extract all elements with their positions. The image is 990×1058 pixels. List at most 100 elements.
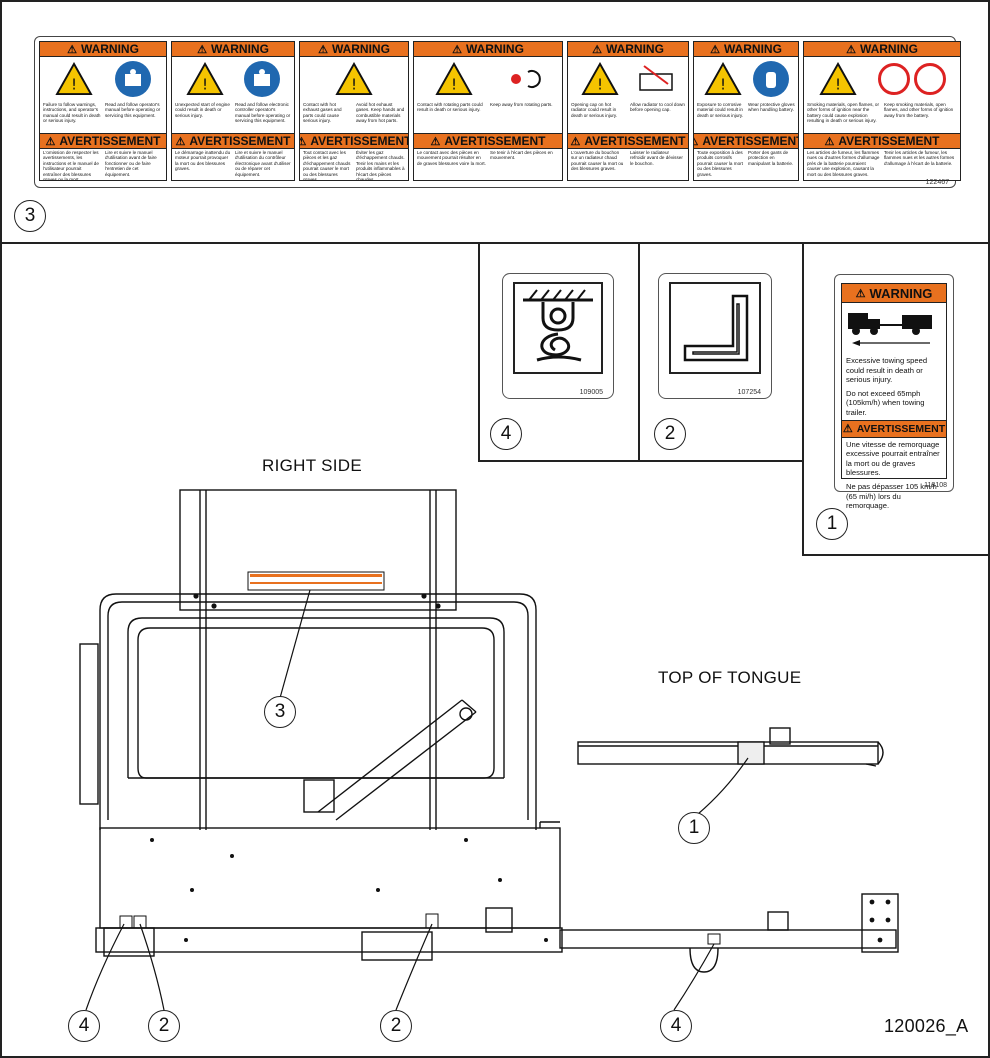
avertissement-instruction: Se tenir à l'écart des pièces en mouveme… <box>490 150 553 161</box>
tow-warning-header: ⚠WARNING <box>842 284 946 303</box>
avertissement-text: L'omission de respecter les avertissemen… <box>43 150 99 181</box>
decal-1-part-number: 118108 <box>924 482 947 489</box>
warning-word: WARNING <box>605 42 664 56</box>
warning-triangle-icon: ⚠ <box>318 43 328 56</box>
warning-text: Contact with rotating parts could result… <box>417 102 483 113</box>
svg-text:!: ! <box>202 75 208 93</box>
avertissement-text: L'ouverture du bouchon sur un radiateur … <box>571 150 624 172</box>
warning-triangle-icon: ⚠ <box>592 43 602 56</box>
decal-panel-2: ⚠WARNING!Unexpected start of engine coul… <box>171 41 295 181</box>
top-of-tongue-label: TOP OF TONGUE <box>658 668 802 687</box>
read-manual-icon <box>115 61 151 97</box>
warning-instruction: Read and follow electronic controller op… <box>235 102 291 124</box>
warning-triangle-icon: ⚠ <box>570 135 581 148</box>
warning-triangle-icon: ⚠ <box>694 135 698 148</box>
hazard-triangle-icon: ! <box>335 62 373 96</box>
warning-instruction: Keep smoking materials, open flames, and… <box>884 102 954 118</box>
avertissement-word: AVERTISSEMENT <box>310 134 409 148</box>
decal-panel-1: ⚠WARNING!Failure to follow warnings, ins… <box>39 41 167 181</box>
tow-avertissement-text-2: Ne pas dépasser 105 km/h (65 mi/h) lors … <box>846 481 937 511</box>
avertissement-instruction: Éviter les gaz d'échappement chauds. Ten… <box>356 150 405 181</box>
avertissement-word: AVERTISSEMENT <box>444 134 546 148</box>
avertissement-instruction: Tenir les articles de fumeur, les flamme… <box>884 150 955 166</box>
warning-instruction: Avoid hot exhaust gases. Keep hands and … <box>356 102 405 124</box>
warning-triangle-icon: ⚠ <box>300 135 306 148</box>
decal-strip-122467: ⚠WARNING!Failure to follow warnings, ins… <box>34 36 961 188</box>
avertissement-text: Les articles de fumeur, les flammes nues… <box>807 150 880 177</box>
decal-107254: 107254 <box>658 273 772 399</box>
warning-triangle-icon: ⚠ <box>45 135 56 148</box>
decal-panel-4: ⚠WARNING!Contact with rotating parts cou… <box>413 41 563 181</box>
hazard-triangle-icon: ! <box>818 62 857 96</box>
avertissement-word: AVERTISSEMENT <box>838 134 940 148</box>
tow-avertissement-text-1: Une vitesse de remorquage excessive pour… <box>846 439 940 478</box>
callout-decal-4: 4 <box>490 418 522 450</box>
hazard-triangle-icon: ! <box>703 62 742 96</box>
callout-decal-strip: 3 <box>14 200 46 232</box>
warning-word: WARNING <box>331 42 390 56</box>
tow-warning-text-1: Excessive towing speed could result in d… <box>846 356 928 385</box>
no-flame-icon <box>913 63 946 95</box>
warning-text: Exposure to corrosive material could res… <box>697 102 744 118</box>
warning-triangle-icon: ⚠ <box>197 43 207 56</box>
hazard-triangle-icon: ! <box>55 62 93 96</box>
warning-instruction: Read and follow operator's manual before… <box>105 102 161 118</box>
decal-panel-6: ⚠WARNING!Exposure to corrosive material … <box>693 41 799 181</box>
warning-word: WARNING <box>80 42 139 56</box>
decal-strip-on-enclosure <box>247 571 385 591</box>
avertissement-text: Le démarrage inattendu du moteur pourrai… <box>175 150 231 172</box>
hazard-triangle-icon: ! <box>434 62 473 96</box>
radiator-icon <box>638 65 673 91</box>
callout-decal-2: 2 <box>654 418 686 450</box>
warning-instruction: Allow radiator to cool down before openi… <box>630 102 685 113</box>
warning-text: Failure to follow warnings, instructions… <box>43 102 101 124</box>
decal-panel-7: ⚠ WARNING! Smoking materials, open flames,… <box>803 41 961 181</box>
hazard-triangle-icon: ! <box>580 62 619 96</box>
avertissement-instruction: Lire et suivre le manuel d'utilisation a… <box>105 150 157 177</box>
warning-triangle-icon: ⚠ <box>175 135 186 148</box>
svg-text:!: ! <box>719 75 725 93</box>
tow-warning-text-2: Do not exceed 65mph (105km/h) when towin… <box>846 388 925 417</box>
tow-avertissement-header: ⚠AVERTISSEMENT <box>842 419 946 438</box>
decal-118108: ⚠WARNING Excessive towing speed could re… <box>834 274 954 510</box>
right-side-label: RIGHT SIDE <box>262 456 362 475</box>
warning-text: Unexpected start of engine could result … <box>175 102 230 118</box>
decal-109005: 109005 <box>502 273 614 399</box>
read-manual-icon <box>244 61 280 97</box>
avertissement-text: Tout contact avec les pièces et les gaz … <box>303 150 351 181</box>
decal-panel-5: ⚠WARNING!Opening cap on hot radiator cou… <box>567 41 689 181</box>
callout-bottom-2a: 2 <box>148 1010 180 1042</box>
lifting-point-icon <box>523 289 593 362</box>
svg-text:!: ! <box>596 75 602 93</box>
warning-triangle-icon: ⚠ <box>67 43 77 56</box>
avertissement-instruction: Porter des gants de protection en manipu… <box>748 150 794 166</box>
avertissement-word: AVERTISSEMENT <box>702 134 799 148</box>
warning-instruction: Keep away from rotating parts. <box>490 102 553 107</box>
callout-tongue-1: 1 <box>678 812 710 844</box>
gloves-icon <box>752 61 789 97</box>
callout-bottom-2b: 2 <box>380 1010 412 1042</box>
warning-triangle-icon: ⚠ <box>430 135 441 148</box>
no-smoking-icon <box>877 63 910 95</box>
callout-decal-1: 1 <box>816 508 848 540</box>
svg-text:!: ! <box>351 75 357 93</box>
warning-triangle-icon: ⚠ <box>824 135 835 148</box>
callout-bottom-4b: 4 <box>660 1010 692 1042</box>
callout-right-side-3: 3 <box>264 696 296 728</box>
warning-word: WARNING <box>210 42 269 56</box>
hazard-triangle-icon: ! <box>186 62 224 96</box>
warning-triangle-icon: ⚠ <box>452 43 462 56</box>
avertissement-word: AVERTISSEMENT <box>584 134 686 148</box>
decal-panel-3: ⚠WARNING!Contact with hot exhaust gases … <box>299 41 409 181</box>
avertissement-word: AVERTISSEMENT <box>189 134 291 148</box>
warning-text: Smoking materials, open flames, or other… <box>807 102 879 124</box>
rotating-parts-icon <box>510 70 541 88</box>
callout-bottom-4a: 4 <box>68 1010 100 1042</box>
warning-word: WARNING <box>859 42 918 56</box>
avertissement-instruction: Laisser le radiateur refroidir avant de … <box>630 150 683 166</box>
tow-vehicle-icon <box>848 313 932 346</box>
svg-text:!: ! <box>450 75 456 93</box>
warning-text: Contact with hot exhaust gases and parts… <box>303 102 342 124</box>
decal-strip-part-number: 122467 <box>925 179 949 186</box>
